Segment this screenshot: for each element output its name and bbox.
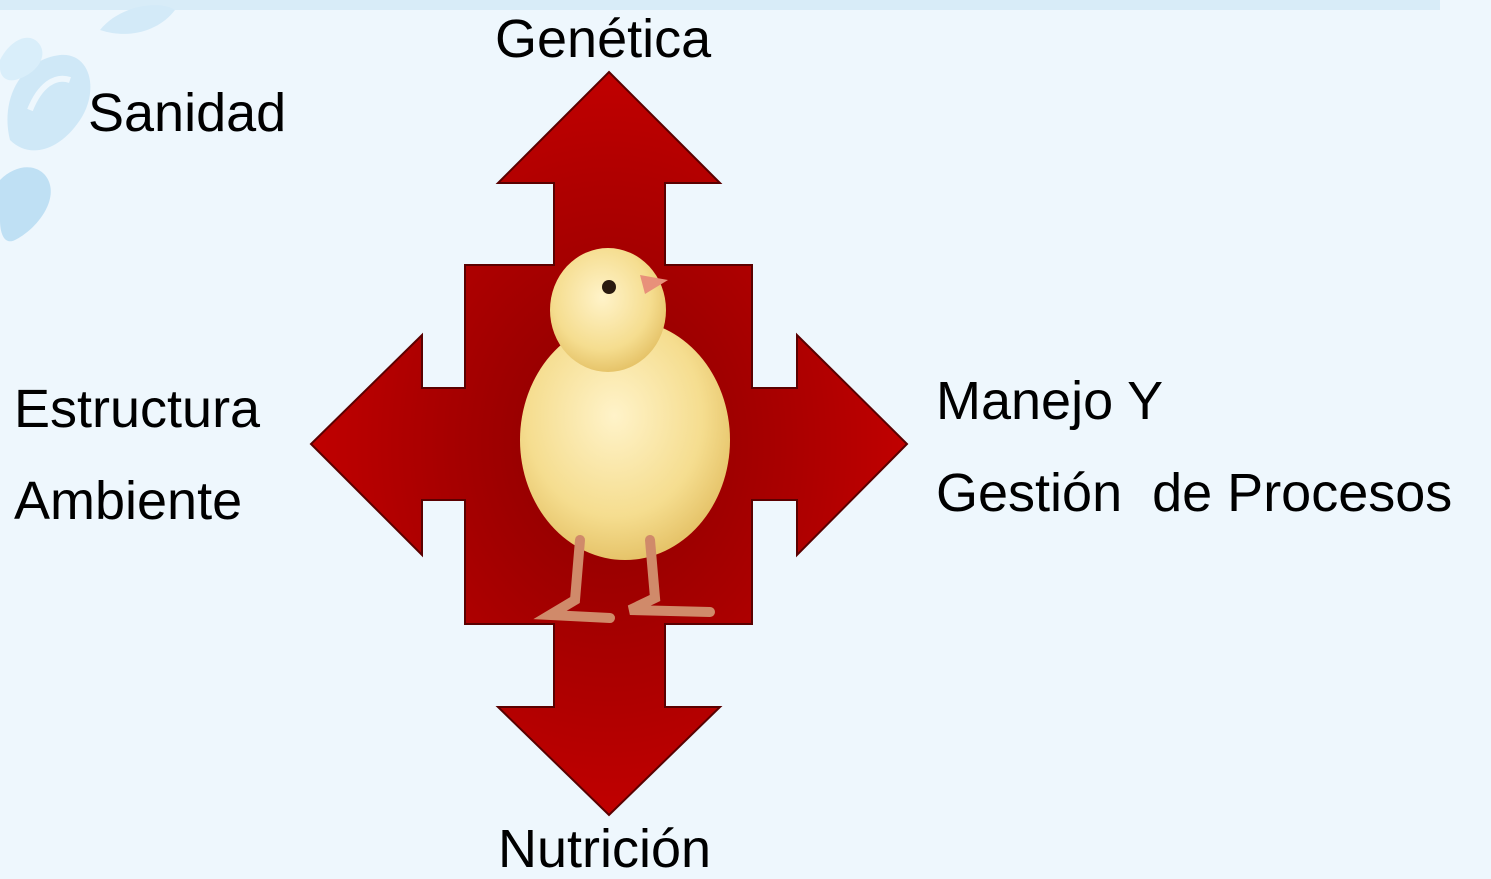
label-manejo: Manejo Y xyxy=(936,374,1163,428)
label-nutricion: Nutrición xyxy=(498,822,711,876)
label-sanidad: Sanidad xyxy=(88,86,286,140)
label-genetica: Genética xyxy=(495,12,711,66)
label-estructura: Estructura xyxy=(14,382,260,436)
label-gestion-procesos: Gestión de Procesos xyxy=(936,466,1452,520)
label-ambiente: Ambiente xyxy=(14,474,242,528)
